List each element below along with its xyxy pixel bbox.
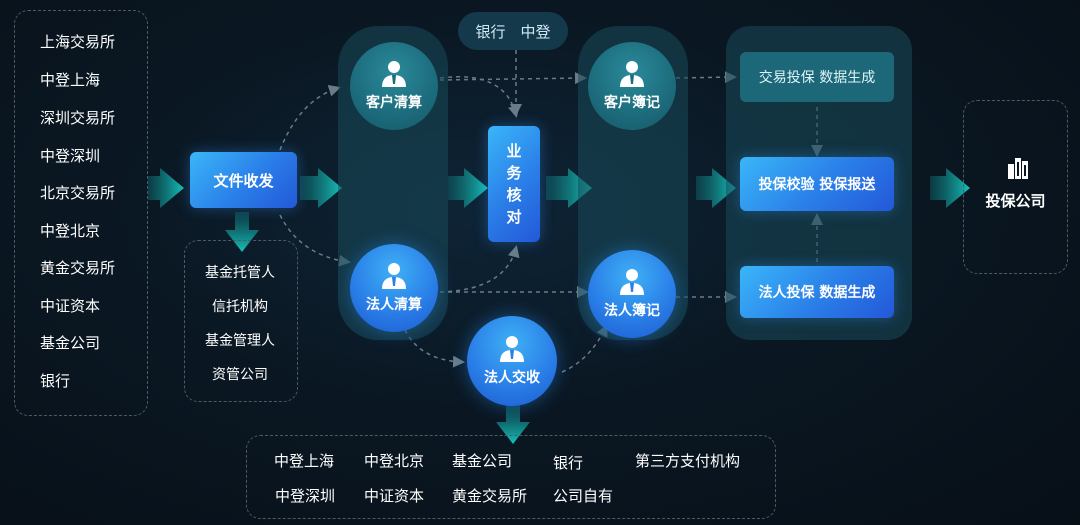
business-check-char: 业 <box>506 142 522 160</box>
bank-zhongdeng-label: 银行 中登 <box>458 12 568 50</box>
custodian-list-item: 信托机构 <box>212 299 268 315</box>
custodian-list-box <box>184 240 298 402</box>
customer-clearing-label: 客户清算 <box>366 95 422 111</box>
source-list-item: 中登北京 <box>40 222 101 240</box>
person-icon <box>620 61 644 87</box>
flow-arrows <box>148 168 970 208</box>
legal-settlement-node[interactable]: 法人交收 <box>467 316 557 406</box>
legal-clearing-node[interactable]: 法人清算 <box>350 244 438 332</box>
business-check-node[interactable]: 业 务 核 对 <box>488 126 540 242</box>
settlement-party-item: 中登深圳 <box>275 487 336 505</box>
insurance-company-box: 投保公司 <box>963 100 1068 274</box>
customer-clearing-node[interactable]: 客户清算 <box>350 42 438 130</box>
source-list-box: 上海交易所中登上海深圳交易所中登深圳北京交易所中登北京黄金交易所中证资本基金公司… <box>14 10 148 416</box>
settlement-party-item: 中登北京 <box>364 452 425 470</box>
settlement-parties-box <box>246 435 776 519</box>
insurance-check-report-node[interactable]: 投保校验 投保报送 <box>740 157 894 211</box>
legal-settlement-label: 法人交收 <box>484 370 540 386</box>
legal-ledger-label: 法人簿记 <box>604 303 660 319</box>
trade-insurance-node[interactable]: 交易投保 数据生成 <box>740 52 894 102</box>
business-check-char: 务 <box>506 164 522 182</box>
source-list-item: 上海交易所 <box>40 33 116 51</box>
legal-ledger-node[interactable]: 法人簿记 <box>588 250 676 338</box>
settlement-party-item: 中证资本 <box>364 487 425 505</box>
person-icon <box>382 61 406 87</box>
customer-ledger-label: 客户簿记 <box>604 95 660 111</box>
source-list-item: 中证资本 <box>40 297 101 315</box>
custodian-list-item: 资管公司 <box>212 367 268 383</box>
person-icon <box>382 263 406 289</box>
source-list-item: 深圳交易所 <box>40 109 116 127</box>
customer-ledger-node[interactable]: 客户簿记 <box>588 42 676 130</box>
custodian-list-item: 基金托管人 <box>205 265 275 281</box>
source-list-item: 北京交易所 <box>40 184 116 202</box>
business-check-char: 对 <box>506 208 522 226</box>
business-check-char: 核 <box>506 186 522 204</box>
settlement-party-item: 基金公司 <box>452 452 513 470</box>
legal-insurance-node[interactable]: 法人投保 数据生成 <box>740 266 894 318</box>
source-list-item: 银行 <box>40 372 71 390</box>
settlement-party-item: 黄金交易所 <box>452 487 528 505</box>
file-transfer-node[interactable]: 文件收发 <box>190 152 297 208</box>
settlement-party-item: 公司自有 <box>553 487 614 505</box>
source-list-item: 基金公司 <box>40 334 101 352</box>
person-icon <box>500 336 524 362</box>
custodian-list-item: 基金管理人 <box>205 333 275 349</box>
settlement-party-item: 银行 <box>553 454 584 472</box>
legal-clearing-label: 法人清算 <box>366 297 422 313</box>
settlement-party-item: 第三方支付机构 <box>635 452 741 470</box>
source-list-item: 中登上海 <box>40 71 101 89</box>
building-icon <box>1008 158 1028 179</box>
person-icon <box>620 269 644 295</box>
settlement-party-item: 中登上海 <box>274 452 335 470</box>
insurance-company-label: 投保公司 <box>985 192 1046 210</box>
source-list-item: 黄金交易所 <box>40 259 116 277</box>
source-list-item: 中登深圳 <box>40 147 101 165</box>
